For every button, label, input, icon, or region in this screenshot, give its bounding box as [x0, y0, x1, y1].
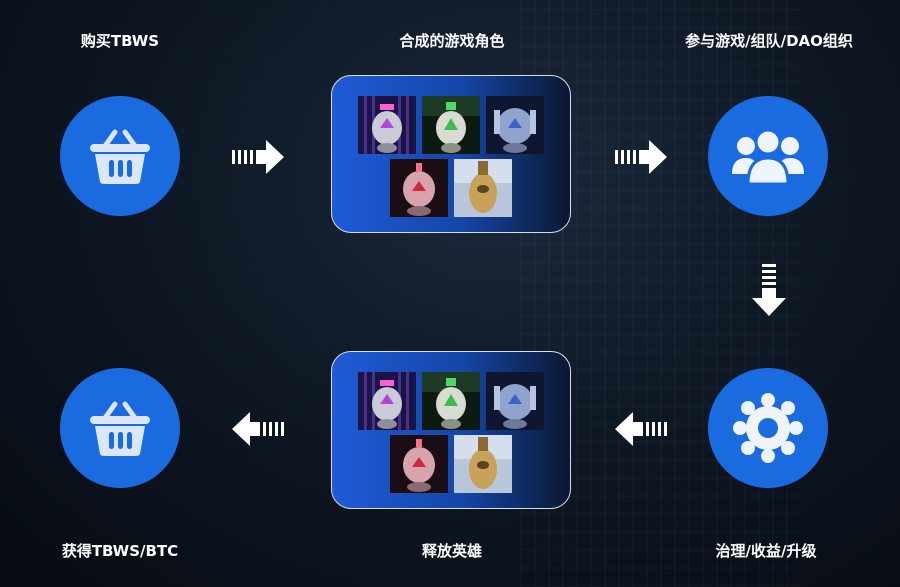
step-participate-label: 参与游戏/组队/DAO组织 [685, 30, 853, 51]
arrow-left-icon [232, 410, 284, 448]
character-thumbnail [422, 96, 480, 154]
buy-step-circle [60, 96, 180, 216]
users-group-icon [728, 126, 808, 186]
green-robot-character [422, 96, 480, 154]
step-synthesize-label: 合成的游戏角色 [399, 30, 504, 51]
gold-robot-character [454, 159, 512, 217]
arrow-right-icon [615, 138, 667, 176]
participate-step-circle [708, 96, 828, 216]
arrow-down-icon [750, 264, 788, 316]
synthesized-characters-panel [331, 75, 571, 233]
governance-step-circle [708, 368, 828, 488]
released-heroes-panel [331, 351, 571, 509]
earn-step-circle [60, 368, 180, 488]
character-thumbnail [454, 159, 512, 217]
character-thumbnail [390, 435, 448, 493]
red-robot-character [390, 435, 448, 493]
character-thumbnail [486, 96, 544, 154]
shopping-basket-icon [85, 126, 155, 186]
arrow-right-icon [232, 138, 284, 176]
green-robot-character [422, 372, 480, 430]
blue-robot-character [486, 372, 544, 430]
character-thumbnail [422, 372, 480, 430]
step-governance-label: 治理/收益/升级 [716, 540, 817, 561]
step-release-label: 释放英雄 [422, 540, 482, 561]
step-buy-label: 购买TBWS [81, 30, 159, 51]
character-thumbnail [358, 96, 416, 154]
arrow-left-icon [615, 410, 667, 448]
purple-robot-character [358, 96, 416, 154]
character-thumbnail [390, 159, 448, 217]
purple-robot-character [358, 372, 416, 430]
shopping-basket-icon [85, 398, 155, 458]
red-robot-character [390, 159, 448, 217]
blue-robot-character [486, 96, 544, 154]
character-thumbnail [454, 435, 512, 493]
character-thumbnail [358, 372, 416, 430]
gold-robot-character [454, 435, 512, 493]
character-thumbnail [486, 372, 544, 430]
step-earn-label: 获得TBWS/BTC [62, 540, 178, 561]
gear-icon [730, 390, 806, 466]
